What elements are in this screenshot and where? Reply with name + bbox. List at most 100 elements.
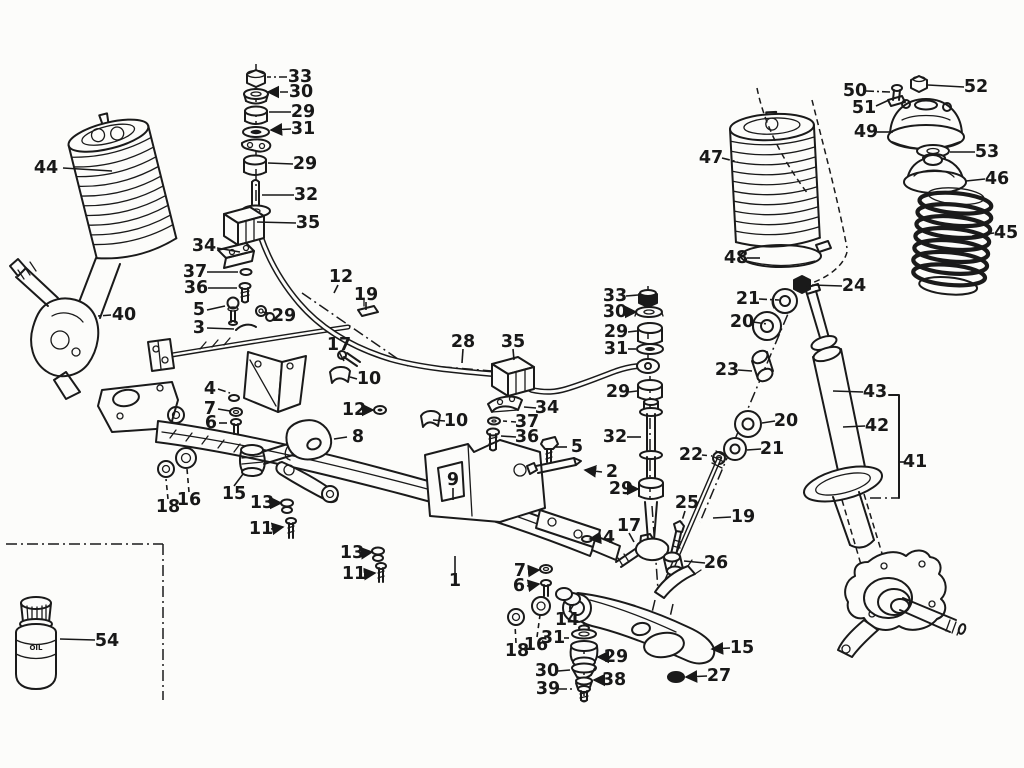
part-label-48: 48	[724, 248, 748, 268]
part-label-13: 13	[340, 543, 364, 563]
part-label-47: 47	[699, 148, 723, 168]
leader-line-44	[62, 167, 113, 172]
part-label-20: 20	[730, 312, 754, 332]
leader-line-29	[262, 311, 274, 315]
leader-line-15	[710, 641, 731, 655]
part-label-17: 17	[617, 516, 641, 536]
part-label-7: 7	[514, 561, 526, 581]
leader-line-40	[97, 314, 112, 317]
part-label-36: 36	[515, 427, 539, 447]
leader-line-43	[832, 390, 864, 393]
coil-spring	[911, 187, 994, 296]
part-label-2: 2	[606, 462, 618, 482]
leader-line-34	[216, 247, 241, 253]
part-label-4: 4	[603, 528, 615, 548]
part-label-30: 30	[603, 302, 627, 322]
part-label-54: 54	[95, 631, 119, 651]
leader-line-17	[338, 351, 345, 362]
leader-line-35	[512, 348, 515, 361]
part-label-13: 13	[250, 493, 274, 513]
oil-bottle-box: OIL	[6, 543, 164, 700]
part-label-10: 10	[444, 411, 468, 431]
part-label-53: 53	[975, 142, 999, 162]
leader-line-15	[233, 473, 244, 487]
part-label-11: 11	[342, 564, 366, 584]
leader-line-21	[746, 448, 762, 451]
part-label-29: 29	[604, 647, 628, 667]
part-label-33: 33	[603, 286, 627, 306]
part-label-26: 26	[704, 553, 728, 573]
part-label-19: 19	[354, 285, 378, 305]
part-label-29: 29	[293, 154, 317, 174]
part-label-51: 51	[852, 98, 876, 118]
leader-line-4	[217, 388, 231, 394]
part-label-5: 5	[193, 300, 205, 320]
part-label-20: 20	[774, 411, 798, 431]
right-lower-arm	[507, 587, 716, 703]
part-label-35: 35	[296, 213, 320, 233]
part-label-44: 44	[34, 158, 58, 178]
part-label-16: 16	[177, 490, 201, 510]
leader-line-18	[514, 624, 517, 644]
part-label-34: 34	[535, 398, 559, 418]
part-label-7: 7	[204, 399, 216, 419]
leader-line-25	[680, 510, 686, 525]
leader-line-20	[752, 321, 768, 325]
part-label-31: 31	[291, 119, 315, 139]
leader-line-28	[461, 348, 464, 364]
leader-line-30	[557, 669, 571, 672]
leader-line-20	[761, 420, 776, 424]
leader-line-51	[875, 99, 890, 107]
center-bar-bracket	[329, 299, 559, 463]
part-label-46: 46	[985, 169, 1009, 189]
bottle-label-text: OIL	[29, 644, 43, 652]
leader-line-14	[568, 603, 575, 613]
part-label-15: 15	[222, 484, 246, 504]
leader-line-29	[628, 390, 638, 393]
part-label-21: 21	[760, 439, 784, 459]
part-label-25: 25	[675, 493, 699, 513]
part-label-19: 19	[731, 507, 755, 527]
part-label-31: 31	[604, 339, 628, 359]
leader-line-46	[965, 178, 986, 182]
part-label-35: 35	[501, 332, 525, 352]
leader-line-26	[683, 560, 706, 564]
leader-line-31	[269, 123, 292, 136]
part-label-49: 49	[854, 122, 878, 142]
part-label-29: 29	[604, 322, 628, 342]
part-label-12: 12	[342, 400, 366, 420]
part-label-34: 34	[192, 236, 216, 256]
leader-line-34	[523, 406, 537, 409]
leader-line-37	[502, 420, 517, 423]
leader-line-27	[684, 670, 708, 683]
part-label-40: 40	[112, 305, 136, 325]
part-label-29: 29	[272, 306, 296, 326]
part-label-6: 6	[205, 413, 217, 433]
leader-line-7	[217, 408, 231, 412]
leader-line-5	[206, 305, 226, 311]
leader-line-6	[526, 579, 541, 593]
dust-boot	[729, 87, 848, 285]
leader-line-17	[628, 532, 635, 543]
leader-line-54	[59, 638, 96, 641]
part-label-36: 36	[184, 278, 208, 298]
part-label-3: 3	[193, 318, 205, 338]
part-label-5: 5	[571, 437, 583, 457]
part-label-30: 30	[535, 661, 559, 681]
leader-line-23	[737, 369, 753, 372]
leader-line-16	[536, 614, 541, 638]
leader-line-10	[349, 376, 358, 380]
part-label-29: 29	[291, 102, 315, 122]
part-label-41: 41	[903, 452, 927, 472]
part-label-45: 45	[994, 223, 1018, 243]
left-stabilizer-link-stack	[217, 64, 272, 304]
part-label-16: 16	[524, 635, 548, 655]
left-strut-assembly	[9, 112, 178, 400]
crossmember-assembly	[97, 351, 655, 597]
part-label-27: 27	[707, 666, 731, 686]
right-knuckle	[837, 549, 967, 658]
part-label-50: 50	[843, 81, 867, 101]
part-label-17: 17	[327, 335, 351, 355]
